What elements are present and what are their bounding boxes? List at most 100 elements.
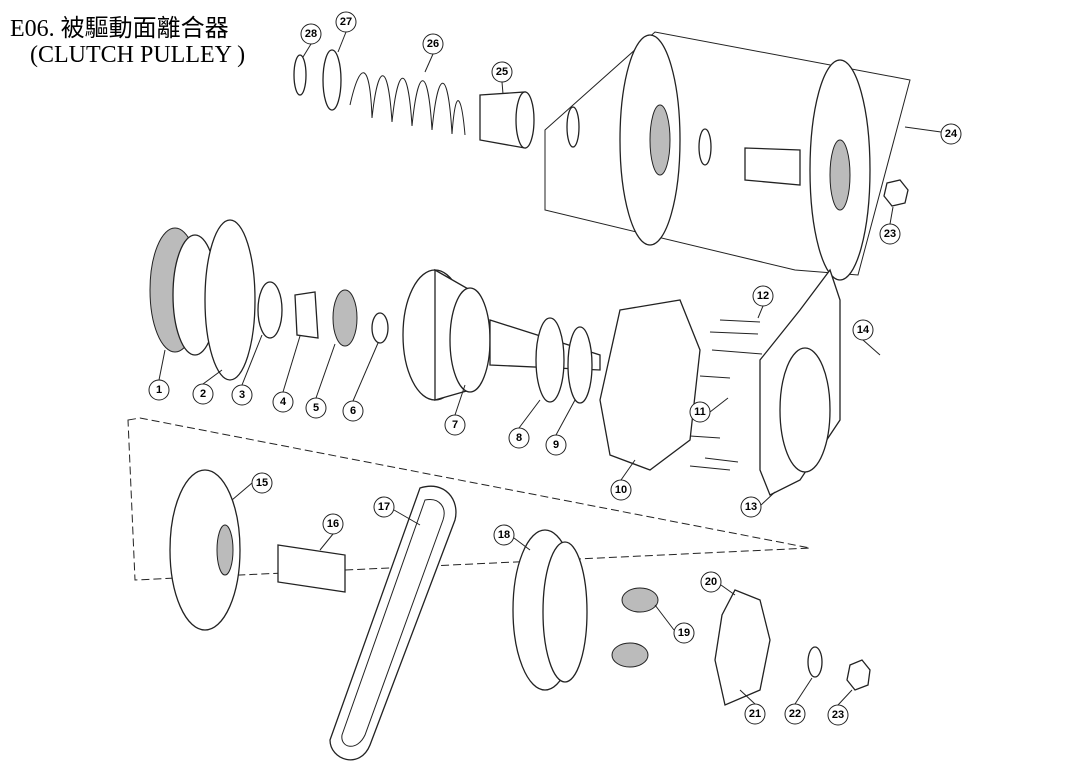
part-19-weights xyxy=(621,587,659,613)
callout-circle xyxy=(192,383,214,405)
callout-circle xyxy=(744,703,766,725)
callout-circle xyxy=(940,123,962,145)
part-23-nut xyxy=(883,179,909,207)
part-9 xyxy=(567,326,593,404)
callout-circle xyxy=(879,223,901,245)
callout-circle xyxy=(272,391,294,413)
callout-circle xyxy=(491,61,513,83)
callout-16: 16 xyxy=(322,513,344,535)
part-16-collar xyxy=(277,544,346,593)
callout-circle xyxy=(305,397,327,419)
callout-circle xyxy=(231,384,253,406)
callout-circle xyxy=(148,379,170,401)
assembly-24-outline xyxy=(544,31,911,276)
callout-2: 2 xyxy=(192,383,214,405)
callout-circle xyxy=(545,434,567,456)
callout-22: 22 xyxy=(784,703,806,725)
callout-24: 24 xyxy=(940,123,962,145)
callout-number: 23 xyxy=(884,228,896,240)
callout-number: 12 xyxy=(757,290,769,302)
callout-7: 7 xyxy=(444,414,466,436)
callout-13: 13 xyxy=(740,496,762,518)
callout-number: 13 xyxy=(745,501,757,513)
callout-circle xyxy=(827,704,849,726)
callout-number: 25 xyxy=(496,66,508,78)
callout-circle xyxy=(373,496,395,518)
callout-number: 23 xyxy=(832,709,844,721)
callout-26: 26 xyxy=(422,33,444,55)
part-5-needle-bearing xyxy=(332,289,358,347)
callout-19: 19 xyxy=(673,622,695,644)
part-28 xyxy=(293,54,307,96)
part-2-gasket xyxy=(204,219,256,381)
part-3-bearing xyxy=(257,281,283,339)
callout-number: 7 xyxy=(452,419,458,431)
callout-3: 3 xyxy=(231,384,253,406)
callout-5: 5 xyxy=(305,397,327,419)
callout-25: 25 xyxy=(491,61,513,83)
callout-number: 8 xyxy=(516,432,522,444)
callout-15: 15 xyxy=(251,472,273,494)
part-27 xyxy=(322,49,342,111)
callout-number: 2 xyxy=(200,388,206,400)
callout-10: 10 xyxy=(610,479,632,501)
assembly-15-outline xyxy=(127,417,811,581)
callout-circle xyxy=(610,479,632,501)
callout-23: 23 xyxy=(879,223,901,245)
callout-number: 28 xyxy=(305,28,317,40)
callout-4: 4 xyxy=(272,391,294,413)
callout-number: 6 xyxy=(350,405,356,417)
callout-11: 11 xyxy=(689,401,711,423)
callout-23: 23 xyxy=(827,704,849,726)
callout-21: 21 xyxy=(744,703,766,725)
callout-number: 18 xyxy=(498,529,510,541)
callout-number: 1 xyxy=(156,384,162,396)
callout-number: 21 xyxy=(749,708,761,720)
callout-number: 22 xyxy=(789,708,801,720)
callout-27: 27 xyxy=(335,11,357,33)
callout-circle xyxy=(493,524,515,546)
callout-28: 28 xyxy=(300,23,322,45)
callout-17: 17 xyxy=(373,496,395,518)
part-17-belt xyxy=(329,485,457,761)
callout-number: 14 xyxy=(857,324,870,336)
callout-circle xyxy=(422,33,444,55)
callout-1: 1 xyxy=(148,379,170,401)
callout-number: 4 xyxy=(280,396,287,408)
callout-circle xyxy=(300,23,322,45)
callout-circle xyxy=(852,319,874,341)
callout-9: 9 xyxy=(545,434,567,456)
callout-circle xyxy=(784,703,806,725)
callout-circle xyxy=(342,400,364,422)
callout-12: 12 xyxy=(752,285,774,307)
callout-number: 27 xyxy=(340,16,352,28)
part-8 xyxy=(535,317,565,403)
diagram-title: E06. 被驅動面離合器 (CLUTCH PULLEY ) xyxy=(10,16,245,68)
callout-circle xyxy=(689,401,711,423)
callout-6: 6 xyxy=(342,400,364,422)
callout-18: 18 xyxy=(493,524,515,546)
callout-circle xyxy=(444,414,466,436)
callout-number: 11 xyxy=(694,406,706,418)
callout-circle xyxy=(335,11,357,33)
part-10-housing xyxy=(599,299,701,471)
callout-20: 20 xyxy=(700,571,722,593)
callout-number: 10 xyxy=(615,484,627,496)
part-4 xyxy=(294,291,319,339)
callout-14: 14 xyxy=(852,319,874,341)
callout-circle xyxy=(673,622,695,644)
callout-circle xyxy=(508,427,530,449)
part-15-fan-sheave xyxy=(169,469,241,631)
part-20-plate xyxy=(714,589,771,706)
callout-circle xyxy=(752,285,774,307)
title-english: (CLUTCH PULLEY ) xyxy=(30,42,246,68)
callout-circle xyxy=(740,496,762,518)
callout-number: 17 xyxy=(378,501,390,513)
callout-number: 19 xyxy=(678,627,690,639)
callout-number: 20 xyxy=(705,576,717,588)
callout-number: 5 xyxy=(313,402,319,414)
callout-number: 9 xyxy=(553,439,559,451)
callout-number: 3 xyxy=(239,389,245,401)
callout-circle xyxy=(251,472,273,494)
